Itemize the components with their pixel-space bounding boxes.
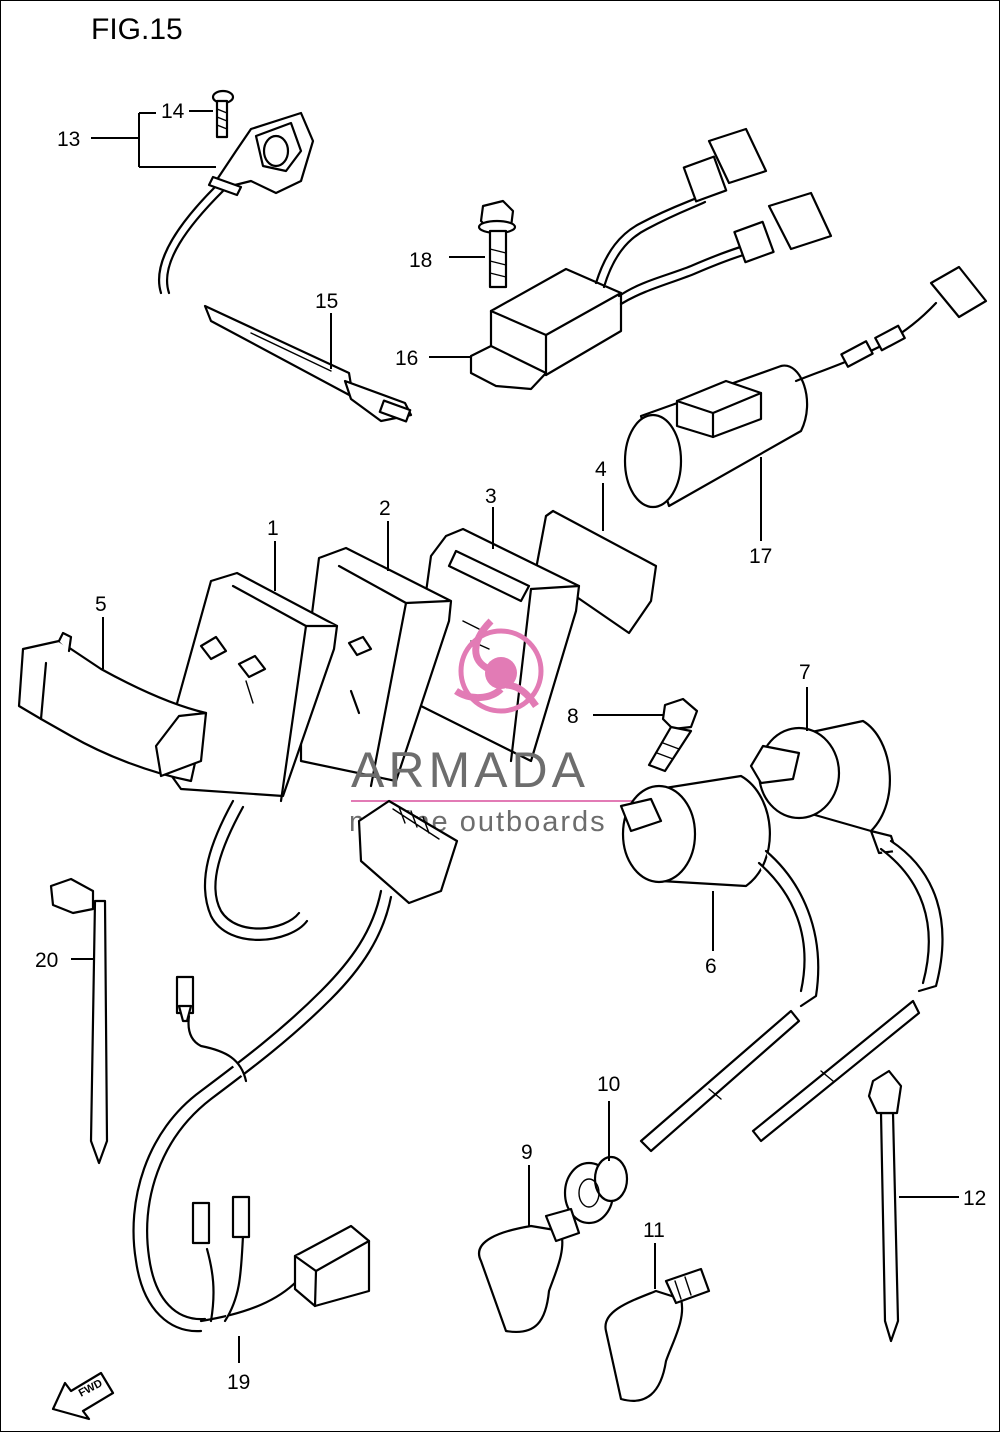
part-15-cable-tie [203, 304, 413, 423]
part-19-harness [132, 799, 459, 1333]
part-16-module [469, 127, 833, 391]
part-20-short-tie [49, 877, 109, 1165]
part-1-unit [159, 571, 339, 941]
part-8-bolt [647, 697, 699, 773]
callout-19: 19 [227, 1371, 250, 1394]
callout-8: 8 [567, 705, 579, 728]
part-11-plug-cap [604, 1267, 711, 1402]
callout-15: 15 [315, 290, 338, 313]
watermark-brand: ARMADA [351, 742, 589, 798]
callout-13: 13 [57, 128, 80, 151]
part-2-unit [299, 546, 453, 788]
callout-11: 11 [643, 1219, 665, 1242]
callout-4: 4 [595, 458, 607, 481]
part-13-clamp [158, 111, 315, 295]
callout-18: 18 [409, 249, 432, 272]
callout-7: 7 [799, 661, 811, 684]
callout-16: 16 [395, 347, 418, 370]
part-6-coil [619, 774, 820, 1153]
part-10-seal [563, 1155, 629, 1225]
callout-14: 14 [161, 100, 185, 123]
part-5-band [17, 631, 208, 783]
callout-2: 2 [379, 497, 391, 520]
callout-17: 17 [749, 545, 772, 568]
part-14-screw [211, 89, 235, 139]
part-12-long-tie [867, 1069, 903, 1343]
callout-9: 9 [521, 1141, 533, 1164]
part-17-cylinder [623, 265, 988, 509]
callout-6: 6 [705, 955, 717, 978]
fwd-arrow-icon: FWD [51, 1371, 115, 1421]
leader-13-14 [91, 110, 216, 168]
callout-10: 10 [597, 1073, 620, 1096]
callout-1: 1 [267, 517, 279, 540]
callout-20: 20 [35, 949, 58, 972]
part-9-plug-cap [478, 1207, 581, 1334]
part-7-coil [749, 719, 944, 1143]
callout-5: 5 [95, 593, 107, 616]
part-18-bolt [477, 199, 517, 289]
callout-3: 3 [485, 485, 497, 508]
figure-title: FIG.15 [91, 13, 183, 46]
callout-12: 12 [963, 1187, 986, 1210]
watermark-logo [454, 618, 544, 714]
